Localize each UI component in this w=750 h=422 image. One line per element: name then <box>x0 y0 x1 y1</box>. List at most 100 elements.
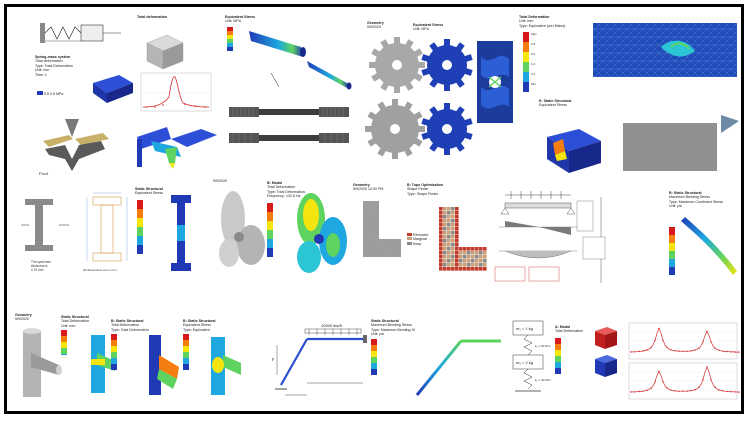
topology-cell <box>479 263 483 267</box>
response-point <box>662 381 664 383</box>
topology-cell <box>447 239 451 243</box>
topology-cell <box>447 227 451 231</box>
topology-cell <box>455 227 459 231</box>
svg-text:Fixed: Fixed <box>38 171 49 176</box>
topology-cell <box>443 231 447 235</box>
collage-frame: Spring-mass system Total deformation Typ… <box>4 4 744 414</box>
response-point <box>630 391 632 393</box>
tile-pipe-colored-3 <box>207 335 243 401</box>
topology-cell <box>439 211 443 215</box>
svg-text:0.75 mm: 0.75 mm <box>31 268 44 272</box>
topology-cell <box>471 251 475 255</box>
caption: Total Deformation <box>519 15 550 19</box>
caption: Maximum Bending Stress <box>669 195 710 200</box>
topology-cell <box>451 215 455 219</box>
caption: Total deformation <box>137 15 168 19</box>
response-point <box>674 390 676 392</box>
topology-cell <box>443 223 447 227</box>
tile-pipes-caption-1: Static Structural Total Deformation Unit… <box>61 315 101 355</box>
topology-cell <box>455 255 459 259</box>
response-point <box>646 349 648 351</box>
tile-topology-legend: Removed Marginal Keep <box>407 233 437 257</box>
topology-cell <box>451 231 455 235</box>
response-point <box>666 387 668 389</box>
caption: Static Structural <box>61 315 89 319</box>
response-point <box>710 378 712 381</box>
topology-cell <box>471 259 475 263</box>
response-point <box>738 391 740 393</box>
tile-i-section: The specimen thickness is 0.75 mm <box>19 193 73 277</box>
topology-cell <box>475 259 479 263</box>
legend-label: 0.2 <box>531 72 536 77</box>
svg-text:All dimensions are in mm: All dimensions are in mm <box>83 268 117 272</box>
svg-text:thickness is: thickness is <box>31 264 48 268</box>
gear-icon <box>369 37 425 93</box>
response-point <box>706 366 708 368</box>
tile-spring-mass-caption: Spring-mass system Total deformation Typ… <box>35 55 95 89</box>
response-point <box>702 341 704 343</box>
topology-cell <box>471 255 475 259</box>
topology-cell <box>455 243 459 247</box>
topology-cell <box>439 239 443 243</box>
response-point <box>654 381 656 383</box>
response-point <box>646 389 648 391</box>
response-curve <box>630 366 740 393</box>
response-point <box>682 390 684 392</box>
legend-label: Removed <box>413 233 429 237</box>
response-point <box>698 386 700 388</box>
color-legend: Max 0.8 0.6 0.4 0.2 Min <box>519 32 581 93</box>
tile-bending-die: Fixed <box>35 115 125 181</box>
response-point <box>714 386 716 388</box>
tile-beam-diagram <box>491 187 615 291</box>
topology-cell <box>479 251 483 255</box>
tile-two-mass: m₁ = 1 kg k₁ = 20 N/m m₂ = 2 kg k₂ = 40 … <box>511 319 583 403</box>
tile-gears: Geometry 5/9/2020 Equivalent Stress Unit… <box>363 19 473 171</box>
response-point <box>730 391 732 393</box>
response-point <box>670 389 672 391</box>
topology-cell <box>443 207 447 211</box>
caption: Static Structural <box>371 319 399 323</box>
topology-cell <box>455 231 459 235</box>
response-point <box>642 390 644 392</box>
caption: Spring-mass system <box>35 55 71 59</box>
topology-cell <box>475 267 479 271</box>
legend-label: Keep <box>413 241 422 246</box>
topology-cell <box>447 215 451 219</box>
topology-cell <box>475 255 479 259</box>
legend-label: Max <box>531 32 537 37</box>
topology-cell <box>463 263 467 267</box>
caption: Equivalent Stress <box>225 15 256 19</box>
topology-cell <box>471 267 475 271</box>
topology-cell <box>483 267 487 271</box>
load-label: 10000 lbs/ft <box>321 323 343 328</box>
tile-pipe-geometry-caption: Geometry 5/9/2020 <box>15 313 55 325</box>
topology-cell <box>459 259 463 263</box>
tile-mesh <box>591 17 739 87</box>
response-point <box>738 351 740 353</box>
topology-cell <box>447 219 451 223</box>
response-point <box>654 339 656 342</box>
response-point <box>722 350 724 352</box>
topology-cell <box>451 223 455 227</box>
caption: Geometry <box>353 183 370 187</box>
topology-cell <box>451 247 455 251</box>
tile-geometry-caption: Geometry 5/9/2020 12:00 PM <box>353 183 403 197</box>
response-point <box>686 390 688 392</box>
topology-cell <box>467 267 471 271</box>
response-curve <box>630 327 739 353</box>
topology-cell <box>443 211 447 215</box>
response-point <box>706 330 708 332</box>
tile-legend-top: Total Deformation Unit: mm Type: Equival… <box>519 15 581 125</box>
topology-cell <box>483 247 487 251</box>
topology-cell <box>447 211 451 215</box>
topology-cell <box>459 247 463 251</box>
topology-cell <box>455 219 459 223</box>
tile-bent-die-colored <box>131 117 223 179</box>
topology-cell <box>439 247 443 251</box>
force-label: F <box>272 357 275 362</box>
spring-label: k₁ = 20 N/m <box>535 344 551 348</box>
topology-cell <box>439 227 443 231</box>
caption: Maximum Bending Stress <box>371 323 412 328</box>
topology-cell <box>463 247 467 251</box>
response-point <box>642 350 644 352</box>
